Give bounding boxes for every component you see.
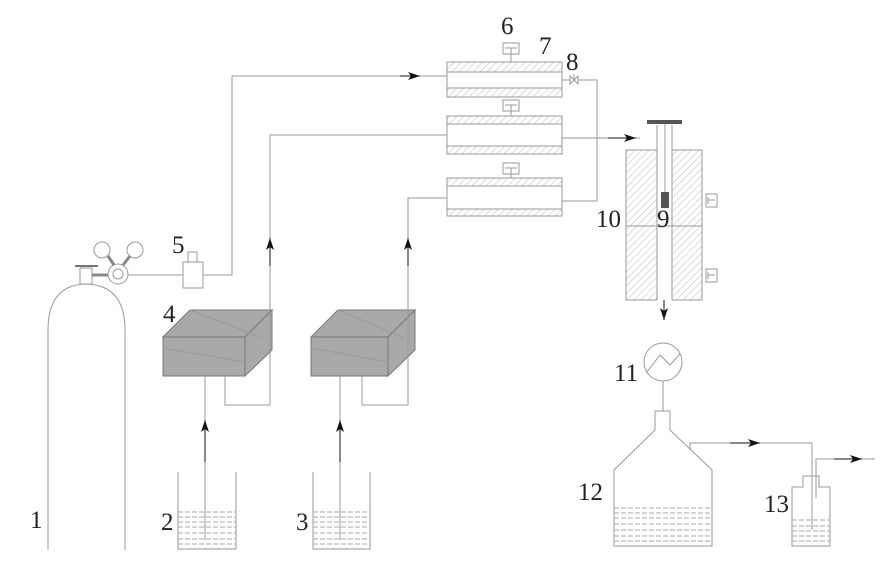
heater-icon: [705, 268, 718, 283]
water-tank-1: [177, 472, 237, 550]
preheater-tube-1: [446, 61, 563, 98]
gauge-icon: [126, 241, 144, 259]
thermometer-icon: [502, 99, 520, 116]
label-10: 10: [596, 206, 621, 233]
gas-washing-bottle: [791, 458, 875, 547]
label-1: 1: [30, 507, 43, 534]
label-7: 7: [539, 33, 552, 60]
pump-1: [161, 308, 274, 378]
reactor: [625, 120, 718, 301]
pump-2: [309, 308, 417, 378]
pump-2-outlet: [361, 197, 447, 406]
pressure-regulator: [128, 251, 204, 289]
collector-flask: [613, 410, 713, 547]
sample: [661, 192, 669, 208]
preheater-tube-2: [446, 115, 563, 155]
thermometer-icon: [502, 42, 520, 62]
label-4: 4: [163, 301, 176, 328]
label-9: 9: [657, 206, 670, 233]
label-13: 13: [764, 491, 789, 518]
label-2: 2: [161, 509, 174, 536]
valve-icon: [569, 74, 579, 86]
pump-1-outlet: [224, 134, 447, 406]
gas-cylinder: [47, 241, 144, 550]
label-11: 11: [614, 360, 638, 387]
heater-icon: [705, 193, 718, 208]
preheater-tube-3: [446, 177, 563, 217]
gauge-icon: [93, 241, 111, 259]
regulator-icon: [107, 263, 129, 285]
water-tank-2: [312, 472, 371, 550]
label-8: 8: [566, 49, 579, 76]
label-5: 5: [172, 232, 185, 259]
gas-line: [203, 75, 447, 276]
outlet-line: [562, 79, 598, 202]
label-12: 12: [578, 479, 603, 506]
thermometer-icon: [502, 162, 520, 178]
gauge-icons: [502, 42, 520, 178]
label-3: 3: [296, 509, 309, 536]
condenser: [643, 342, 683, 411]
label-6: 6: [501, 13, 514, 40]
